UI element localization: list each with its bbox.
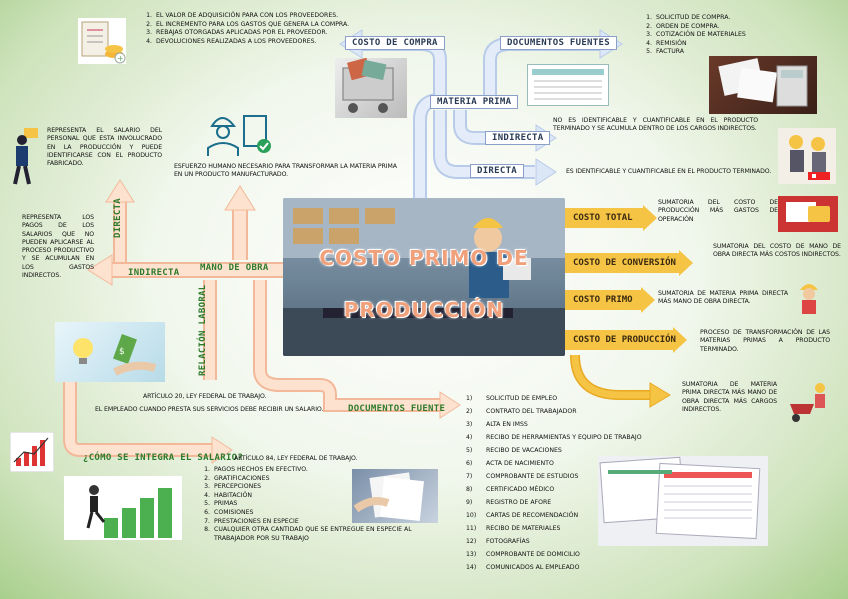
materia-prima-label: MATERIA PRIMA	[430, 95, 518, 109]
list-number: 3)	[466, 418, 484, 431]
list-number: 11)	[466, 522, 484, 535]
documentos-fuentes-label: DOCUMENTOS FUENTES	[500, 36, 617, 50]
list-item: 3)ALTA EN IMSS	[466, 418, 666, 431]
list-text: CARTAS DE RECOMENDACIÓN	[486, 509, 578, 522]
directa-mo-text: REPRESENTA EL SALARIO DEL PERSONAL QUE E…	[47, 127, 162, 168]
indirecta-mo-label: INDIRECTA	[128, 268, 179, 278]
list-text: ALTA EN IMSS	[486, 418, 528, 431]
payroll-documents-image	[598, 456, 768, 546]
credit-card-image	[778, 196, 838, 232]
list-item: REBAJAS OTORGADAS APLICADAS POR EL PROVE…	[154, 29, 354, 38]
documentos-fuente-label: DOCUMENTOS FUENTE	[348, 404, 445, 414]
purchase-document-image	[527, 64, 609, 106]
stairs-growth-image	[64, 476, 182, 540]
list-number: 12)	[466, 535, 484, 548]
list-text: COMPROBANTE DE DOMICILIO	[486, 548, 580, 561]
list-text: RECIBO DE MATERIALES	[486, 522, 560, 535]
list-number: 9)	[466, 496, 484, 509]
mano-obra-text: ESFUERZO HUMANO NECESARIO PARA TRANSFORM…	[174, 163, 404, 180]
cost-arrow: COSTO DE PRODUCCIÓN	[565, 327, 687, 353]
list-text: RECIBO DE HERRAMIENTAS Y EQUIPO DE TRABA…	[486, 431, 642, 444]
worker-carrying-icon	[10, 126, 40, 186]
engineer-icon	[796, 278, 822, 314]
cost-label: COSTO TOTAL	[573, 213, 633, 223]
center-factory-image: COSTO PRIMO DE PRODUCCIÓN	[283, 198, 565, 356]
indirecta-mo-text: REPRESENTA LOS PAGOS DE LOS SALARIOS QUE…	[22, 214, 94, 280]
cost-arrow: COSTO TOTAL	[565, 205, 657, 231]
cost-arrow: COSTO PRIMO	[565, 287, 655, 313]
directa-mp-label: DIRECTA	[470, 164, 524, 178]
como-integra-label: ¿CÓMO SE INTEGRA EL SALARIO?	[83, 453, 243, 463]
costo-compra-list: EL VALOR DE ADQUISICIÓN PARA CON LOS PRO…	[140, 12, 354, 46]
list-text: SOLICITUD DE EMPLEO	[486, 392, 557, 405]
list-text: COMUNICADOS AL EMPLEADO	[486, 561, 579, 574]
indirecta-mp-text: NO ES IDENTIFICABLE Y CUANTIFICABLE EN E…	[553, 117, 758, 134]
relacion-laboral-text: EL EMPLEADO CUANDO PRESTA SUS SERVICIOS …	[95, 406, 325, 414]
growth-chart-icon	[10, 432, 54, 472]
list-item: 4)RECIBO DE HERRAMIENTAS Y EQUIPO DE TRA…	[466, 431, 666, 444]
list-item: EL INCREMENTO PARA LOS GASTOS QUE GENERA…	[154, 21, 354, 30]
cost-label: COSTO DE PRODUCCIÓN	[573, 335, 676, 345]
list-number: 5)	[466, 444, 484, 457]
documentos-fuentes-list: SOLICITUD DE COMPRA.ORDEN DE COMPRA.COTI…	[640, 14, 814, 57]
list-number: 6)	[466, 457, 484, 470]
relacion-laboral-label: RELACIÓN LABORAL	[198, 285, 208, 377]
list-number: 1)	[466, 392, 484, 405]
list-text: RECIBO DE VACACIONES	[486, 444, 562, 457]
list-text: CERTIFICADO MÉDICO	[486, 483, 554, 496]
hand-documents-image	[352, 469, 438, 523]
list-text: COMPROBANTE DE ESTUDIOS	[486, 470, 578, 483]
list-item: DEVOLUCIONES REALIZADAS A LOS PROVEEDORE…	[154, 38, 354, 47]
list-item: SOLICITUD DE COMPRA.	[654, 14, 814, 23]
svg-text:+: +	[117, 54, 124, 63]
list-number: 2)	[466, 405, 484, 418]
papers-calculator-image	[709, 56, 817, 114]
svg-text:$: $	[119, 347, 125, 357]
cost-label: COSTO DE CONVERSIÓN	[573, 258, 676, 268]
directa-mp-text: ES IDENTIFICABLE Y CUANTIFICABLE EN EL P…	[566, 168, 786, 176]
costo-compra-label: COSTO DE COMPRA	[345, 36, 445, 50]
list-number: 13)	[466, 548, 484, 561]
list-text: CONTRATO DEL TRABAJADOR	[486, 405, 577, 418]
list-number: 7)	[466, 470, 484, 483]
center-title-line2: PRODUCCIÓN	[283, 298, 565, 322]
list-text: FOTOGRAFÍAS	[486, 535, 530, 548]
list-item: ORDEN DE COMPRA.	[654, 23, 814, 32]
list-text: REGISTRO DE AFORE	[486, 496, 551, 509]
integra-article: ARTÍCULO 84, LEY FEDERAL DE TRABAJO.	[234, 455, 434, 463]
hand-money-image: $	[55, 322, 165, 382]
relacion-laboral-article: ARTÍCULO 20, LEY FEDERAL DE TRABAJO.	[143, 393, 343, 401]
shopping-cart-money-image	[335, 58, 407, 118]
cost-label: COSTO PRIMO	[573, 295, 633, 305]
list-item: 13)COMPROBANTE DE DOMICILIO	[466, 548, 666, 561]
list-item: 1)SOLICITUD DE EMPLEO	[466, 392, 666, 405]
list-item: 2)CONTRATO DEL TRABAJADOR	[466, 405, 666, 418]
workers-image	[778, 128, 836, 184]
list-item: CUALQUIER OTRA CANTIDAD QUE SE ENTREGUE …	[212, 526, 452, 543]
costo-produccion-sub-text: SUMATORIA DE MATERIA PRIMA DIRECTA MÁS M…	[682, 381, 777, 414]
cost-definition-text: SUMATORIA DEL COSTO DE PRODUCCIÓN MÁS GA…	[658, 199, 778, 224]
cost-definition-text: SUMATORIA DE MATERIA PRIMA DIRECTA MÁS M…	[658, 290, 788, 307]
list-item: EL VALOR DE ADQUISICIÓN PARA CON LOS PRO…	[154, 12, 354, 21]
mano-obra-label: MANO DE OBRA	[200, 263, 269, 273]
list-number: 10)	[466, 509, 484, 522]
worker-document-icon	[204, 108, 276, 158]
cost-definition-text: SUMATORIA DEL COSTO DE MANO DE OBRA DIRE…	[713, 243, 841, 260]
center-title-line1: COSTO PRIMO DE	[283, 246, 565, 270]
list-number: 4)	[466, 431, 484, 444]
directa-mo-label: DIRECTA	[113, 198, 123, 238]
cost-definition-text: PROCESO DE TRANSFORMACIÓN DE LAS MATERIA…	[700, 329, 830, 354]
worker-wheelbarrow-icon	[784, 380, 836, 422]
list-number: 14)	[466, 561, 484, 574]
indirecta-mp-label: INDIRECTA	[485, 131, 550, 145]
list-number: 8)	[466, 483, 484, 496]
list-item: REMISIÓN	[654, 40, 814, 49]
list-text: ACTA DE NACIMIENTO	[486, 457, 554, 470]
list-item: 14)COMUNICADOS AL EMPLEADO	[466, 561, 666, 574]
cost-arrow: COSTO DE CONVERSIÓN	[565, 250, 693, 276]
invoice-money-icon: +	[78, 18, 126, 64]
list-item: COTIZACIÓN DE MATERIALES	[654, 31, 814, 40]
